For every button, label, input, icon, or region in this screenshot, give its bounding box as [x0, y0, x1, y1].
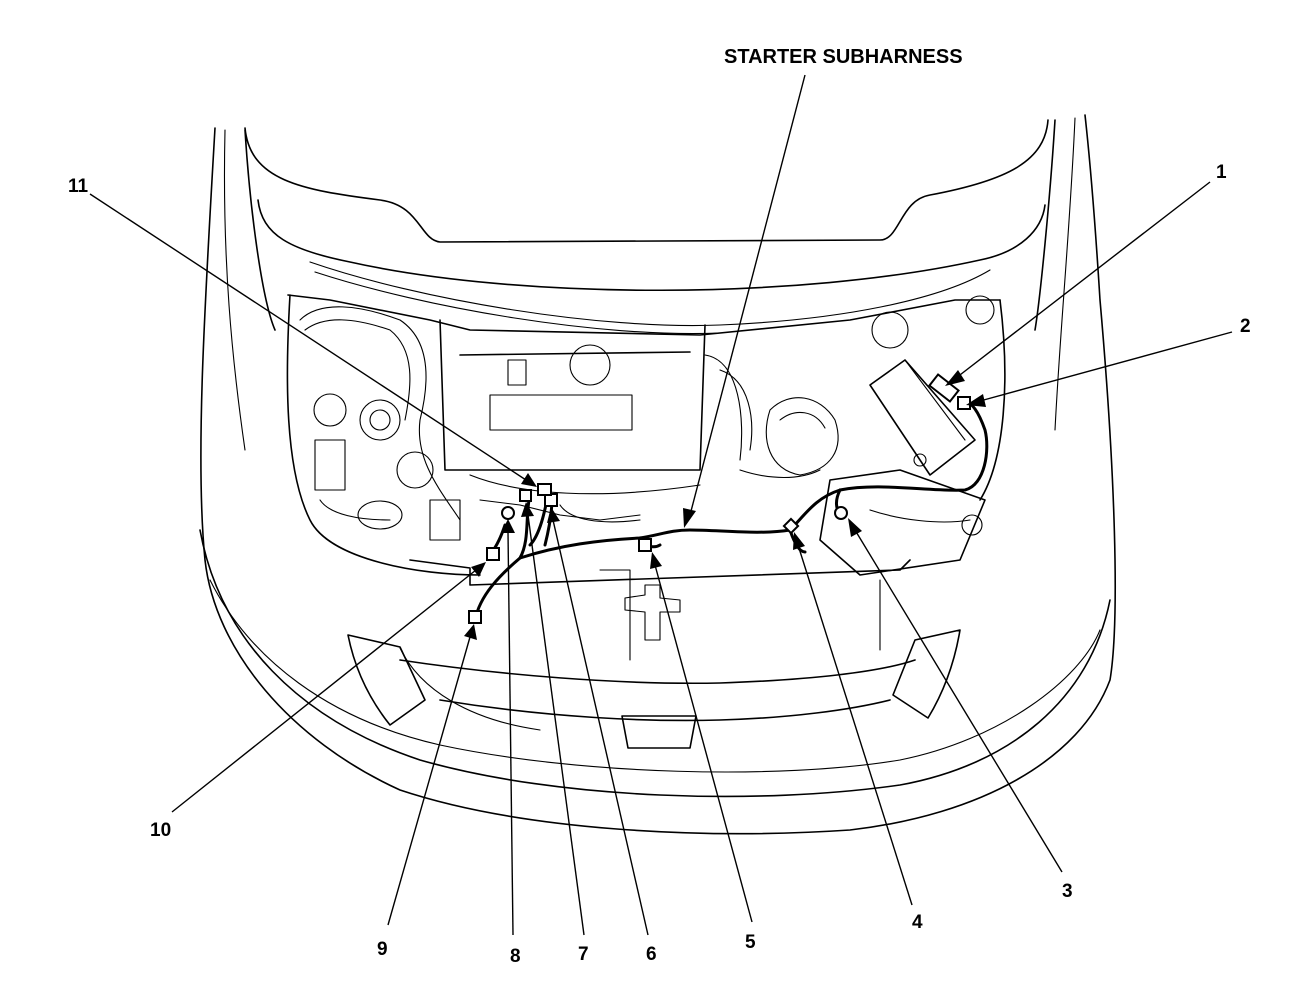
callout-9: 9: [377, 939, 388, 960]
callout-2: 2: [1240, 316, 1251, 337]
callout-6: 6: [646, 944, 657, 965]
callout-5: 5: [745, 932, 756, 953]
callout-1: 1: [1216, 162, 1227, 183]
leader-lines: [89, 74, 1233, 936]
callout-3: 3: [1062, 881, 1073, 902]
connector-5: [638, 538, 652, 552]
connectors: [468, 373, 971, 624]
connector-8: [501, 506, 515, 520]
callout-4: 4: [912, 912, 923, 933]
connector-7: [519, 489, 532, 502]
callout-11: 11: [68, 176, 89, 197]
starter-subharness-label: STARTER SUBHARNESS: [724, 46, 963, 68]
callout-8: 8: [510, 946, 521, 967]
vehicle-body-outline: [199, 114, 1117, 835]
connector-3: [834, 506, 848, 520]
callout-10: 10: [150, 820, 171, 841]
callout-7: 7: [578, 944, 589, 965]
connector-11: [537, 483, 552, 496]
connector-4: [782, 517, 800, 535]
labels: STARTER SUBHARNESS 1 2 3 4 5 6 7 8 9 10 …: [68, 46, 1251, 967]
connector-10: [486, 547, 500, 561]
engine-components: [286, 294, 1006, 661]
connector-9: [468, 610, 482, 624]
connector-2: [957, 396, 971, 410]
